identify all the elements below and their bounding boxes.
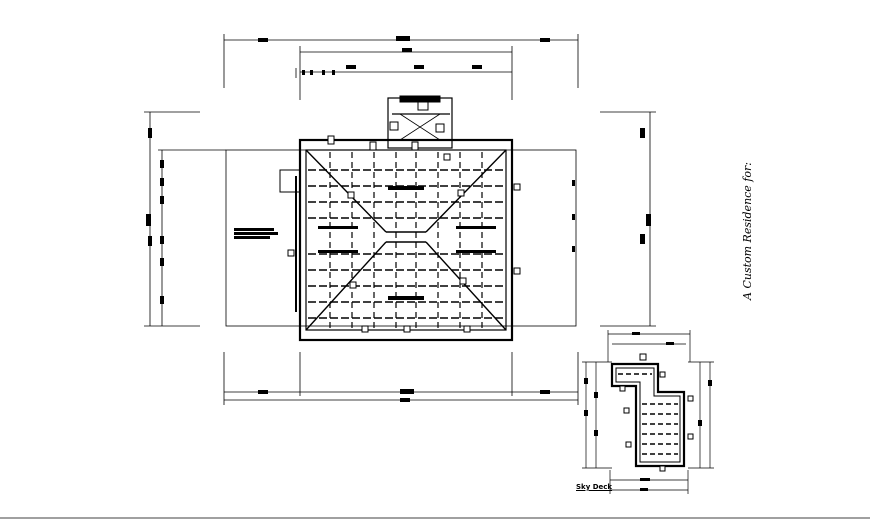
- sky-deck-rafters: [618, 373, 678, 455]
- beams: [318, 186, 496, 300]
- left-dimension-tags: [146, 128, 164, 304]
- drawing-title: A Custom Residence for:: [741, 162, 754, 300]
- sky-deck-posts: [619, 353, 694, 472]
- sky-deck-plan: [610, 362, 686, 468]
- bottom-dimension-tags: [258, 389, 550, 402]
- top-dimension-lines: [223, 34, 579, 100]
- top-dimension-tags: [258, 36, 550, 75]
- left-porch: [279, 169, 301, 312]
- bottom-dimension-lines: [223, 352, 579, 405]
- right-dimension-tags: [640, 128, 651, 244]
- left-porch-tags: [234, 228, 278, 239]
- cupola-structure: [387, 95, 453, 149]
- sky-deck-label: Sky Deck: [576, 483, 613, 491]
- hip-lines: [305, 149, 507, 331]
- sky-deck-dimension-tags: [584, 332, 712, 491]
- frame-posts: [287, 135, 521, 333]
- left-dimension-lines: [144, 111, 226, 327]
- sky-deck-dimension-lines: [582, 330, 714, 494]
- right-overhang-ticks: [572, 180, 575, 252]
